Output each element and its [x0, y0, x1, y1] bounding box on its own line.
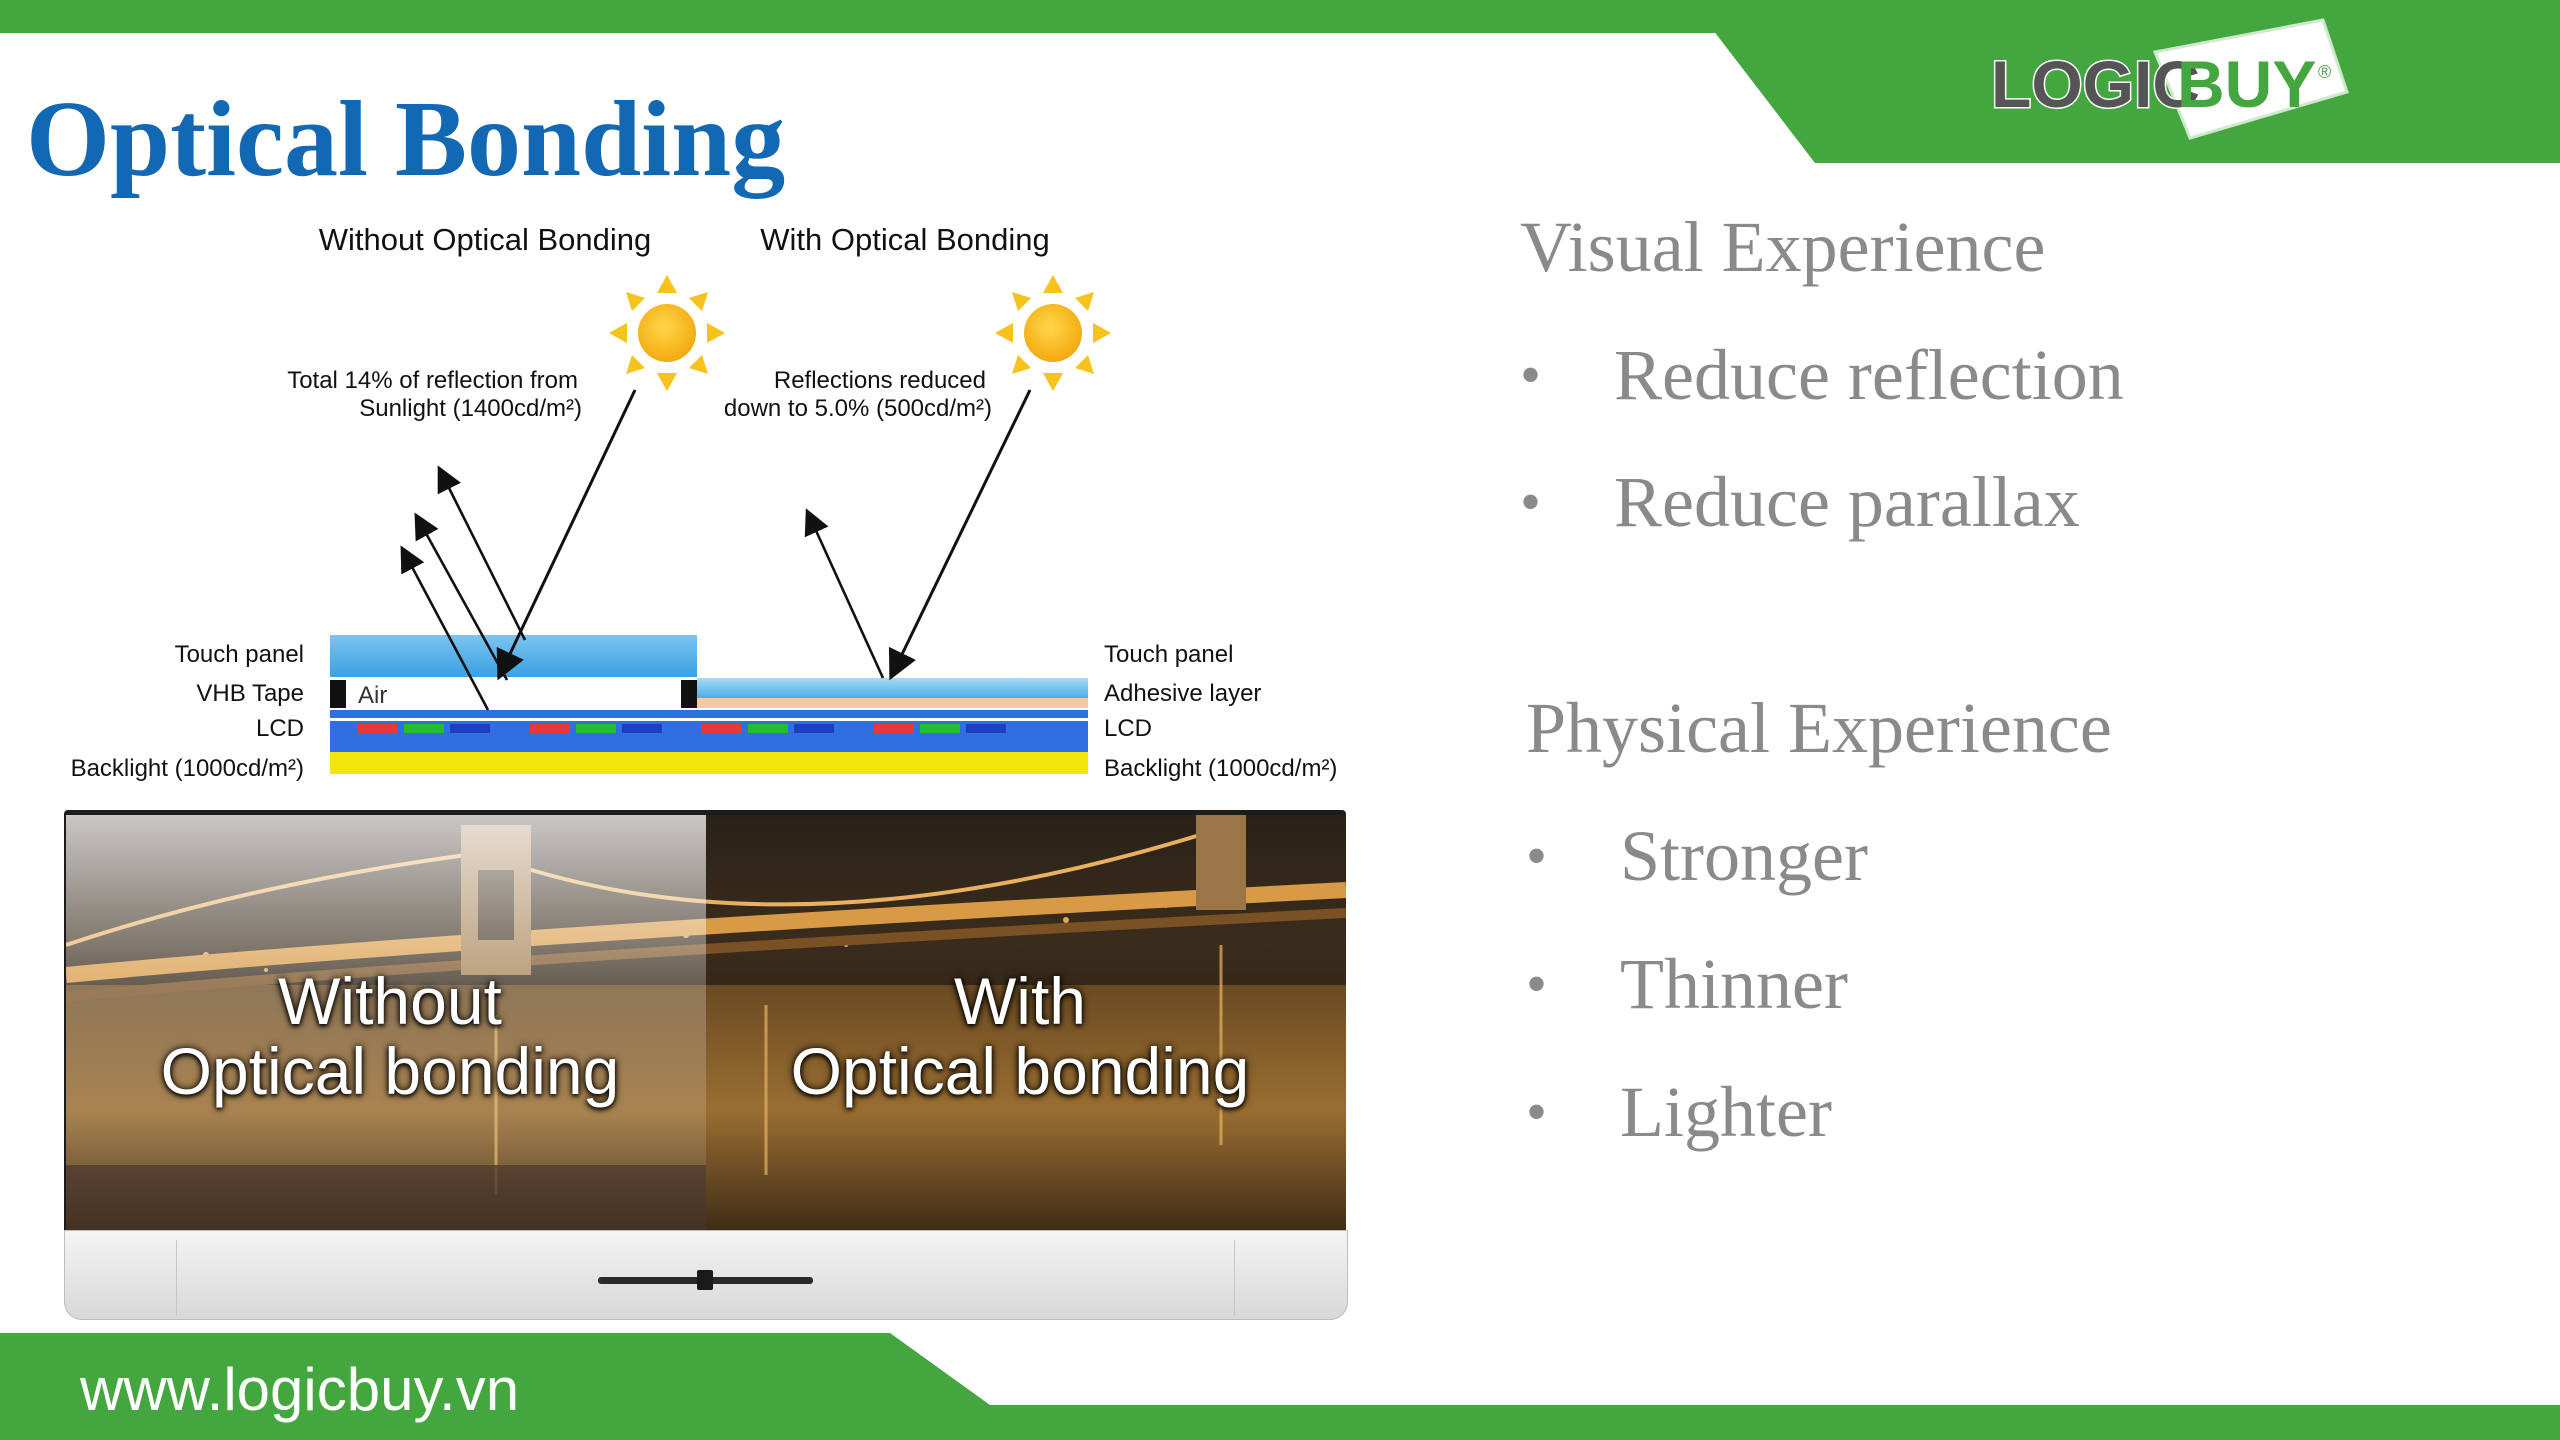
physical-bullet-3: • Lighter: [1526, 1069, 1832, 1155]
reflection-arrow-icon: [414, 512, 509, 681]
optical-bonding-diagram: Air: [330, 275, 1111, 774]
logo-tab-fill: [1690, 0, 2560, 163]
backlight-layer: [330, 752, 1088, 774]
right-reflection-note-line2: down to 5.0% (500cd/m²): [723, 395, 992, 422]
logo-text-logic: LOGIC: [1991, 47, 2200, 121]
incident-ray-right: [888, 389, 1032, 681]
logo-green-tab: [1690, 0, 2560, 163]
bullet-dot-icon: •: [1526, 950, 1548, 1017]
incident-ray-left: [496, 389, 637, 681]
right-layer-backlight: Backlight (1000cd/m²): [1104, 755, 1338, 782]
left-air-gap: [330, 680, 697, 708]
lcd-white-stripe: [330, 718, 1088, 721]
photo-caption-with-line1: With: [954, 964, 1086, 1038]
reflection-glare: [66, 815, 706, 1235]
visual-bullet-text: Reduce reflection: [1614, 335, 2124, 415]
right-reflection-note-line1: Reflections reduced: [773, 367, 986, 394]
right-vhb-tape-block: [681, 680, 697, 708]
left-reflection-note-line1: Total 14% of reflection from: [287, 367, 578, 394]
photo-caption-without-line1: Without: [278, 964, 502, 1038]
lcd-color-pixels: [358, 724, 1006, 733]
physical-bullet-2: • Thinner: [1526, 941, 1848, 1027]
heading-with-bonding: With Optical Bonding: [760, 222, 1050, 257]
slide-title: Optical Bonding: [26, 80, 786, 199]
bullet-dot-icon: •: [1526, 1078, 1548, 1145]
bullet-dot-icon: •: [1520, 341, 1542, 408]
right-layer-adhesive: Adhesive layer: [1104, 680, 1262, 707]
bottom-band-fill: [0, 1333, 2560, 1440]
photo-caption-with-line2: Optical bonding: [790, 1034, 1250, 1108]
visual-bullet-2: • Reduce parallax: [1520, 459, 2080, 545]
photo-caption-without-line2: Optical bonding: [160, 1034, 620, 1108]
reflection-arrow-icon: [400, 545, 490, 711]
display-frame-panel-right: [1234, 1240, 1347, 1316]
left-vhb-tape-block: [330, 680, 346, 708]
left-touch-panel-layer: [330, 635, 697, 677]
physical-bullet-text: Lighter: [1620, 1072, 1832, 1152]
reflection-arrow-icon: [804, 508, 885, 679]
display-frame-panel-left: [64, 1240, 177, 1316]
backlight-blue-layer: [330, 740, 1088, 752]
physical-bullet-text: Stronger: [1620, 816, 1868, 896]
left-layer-vhb-tape: VHB Tape: [196, 680, 304, 707]
bullet-dot-icon: •: [1526, 822, 1548, 889]
bottom-green-band: [0, 1333, 2560, 1440]
physical-bullet-1: • Stronger: [1526, 813, 1868, 899]
logo-tag-shape: [2152, 18, 2349, 140]
air-gap-label: Air: [358, 682, 387, 709]
display-power-button[interactable]: [697, 1270, 713, 1290]
sun-icon: [995, 275, 1111, 391]
night-bridge-photo: [66, 815, 1346, 1235]
reflection-arrow-icon: [437, 465, 527, 641]
right-layer-touch-panel: Touch panel: [1104, 641, 1234, 668]
visual-bullet-1: • Reduce reflection: [1520, 332, 2124, 418]
logicbuy-logo[interactable]: LOGIC BUY ®: [1985, 10, 2360, 140]
website-url[interactable]: www.logicbuy.vn: [80, 1356, 520, 1423]
left-reflection-note-line2: Sunlight (1400cd/m²): [359, 395, 582, 422]
logo-registered-mark: ®: [2318, 62, 2331, 82]
right-adhesive-layer: [697, 698, 1088, 708]
right-touch-panel-layer: [697, 678, 1088, 698]
visual-experience-heading: Visual Experience: [1520, 207, 2046, 287]
physical-experience-heading: Physical Experience: [1526, 688, 2112, 768]
physical-bullet-text: Thinner: [1620, 944, 1848, 1024]
left-layer-lcd: LCD: [255, 715, 304, 742]
logo-text-buy: BUY: [2177, 47, 2316, 121]
left-layer-touch-panel: Touch panel: [174, 641, 304, 668]
visual-bullet-text: Reduce parallax: [1614, 462, 2080, 542]
heading-without-bonding: Without Optical Bonding: [318, 222, 652, 257]
right-layer-lcd: LCD: [1104, 715, 1153, 742]
sun-icon: [609, 275, 725, 391]
left-layer-backlight: Backlight (1000cd/m²): [70, 755, 304, 782]
bullet-dot-icon: •: [1520, 468, 1542, 535]
